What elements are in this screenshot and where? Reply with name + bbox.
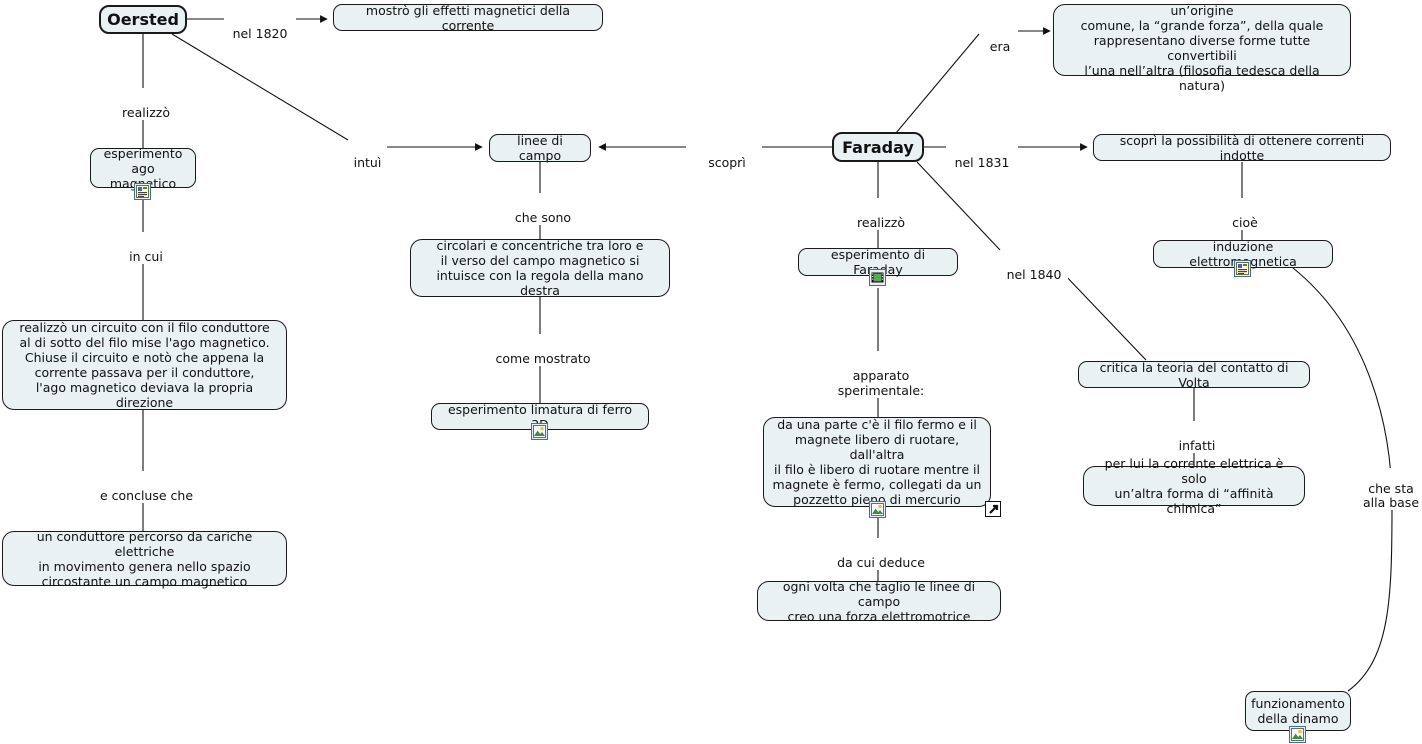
edge-label-scopri: scoprì [692,140,762,170]
edge-label-realizzo-faraday: realizzò [845,200,917,230]
node-label: esperimento di Faraday [830,247,926,277]
edge-label-realizzo-oersted: realizzò [110,90,182,120]
node-forza-elettromotrice[interactable]: ogni volta che taglio le linee di campo … [757,578,1001,624]
node-label: Oersted [107,10,179,29]
film-icon[interactable] [869,269,886,286]
node-affinita-chimica[interactable]: per lui la corrente elettrica è solo un’… [1083,456,1305,516]
node-label: critica la teoria del contatto di Volta [1099,359,1289,390]
edge-label-che-sta-alla-base: che sta alla base [1357,468,1422,510]
edge-label-cioe: cioè [1219,200,1271,230]
node-apparato-sperimentale[interactable]: da una parte c'è il filo fermo e il magn… [763,417,991,507]
node-label: funzionamento della dinamo [1251,696,1345,726]
node-label: ogni volta che taglio le linee di campo … [782,578,976,624]
node-label: esperimento limatura di ferro 3D [447,401,633,432]
edge-label-nel-1840: nel 1840 [1000,252,1068,282]
edge-label-come-mostrato: come mostrato [487,336,599,366]
node-label: Faraday [842,137,914,157]
node-label: convinto che tutte le forze abbiano un’o… [1080,0,1324,93]
edge-label-intui: intuì [348,140,387,170]
node-convinto-grande-forza[interactable]: convinto che tutte le forze abbiano un’o… [1053,0,1351,93]
edge-label-apparato-sperimentale: apparato sperimentale: [806,353,956,398]
node-critica-teoria-volta[interactable]: critica la teoria del contatto di Volta [1078,359,1310,390]
node-label: un conduttore percorso da cariche elettr… [36,528,253,589]
edge-label-e-concluse-che: e concluse che [91,473,202,503]
document-icon[interactable] [1234,260,1251,277]
node-label: realizzò un circuito con il filo condutt… [19,320,270,410]
node-conduttore-campo-magnetico[interactable]: un conduttore percorso da cariche elettr… [2,528,287,589]
node-label: scoprì la possibilità di ottenere corren… [1119,132,1365,163]
node-circolari-concentriche[interactable]: circolari e concentriche tra loro e il v… [410,238,670,298]
edge-label-che-sono: che sono [507,195,579,225]
external-link-icon[interactable] [985,501,1001,517]
node-label: linee di campo [517,133,563,163]
node-linee-di-campo[interactable]: linee di campo [489,133,591,163]
picture-icon[interactable] [531,423,548,440]
edge-label-in-cui: in cui [118,234,174,264]
edge-label-nel-1831: nel 1831 [946,140,1018,170]
node-esperimento-ago-magnetico[interactable]: esperimento ago magnetico [90,146,196,191]
picture-icon[interactable] [869,501,886,518]
node-faraday[interactable]: Faraday [832,132,924,162]
node-funzionamento-dinamo[interactable]: funzionamento della dinamo [1245,691,1351,731]
edge-label-infatti: infatti [1168,423,1226,453]
node-label: per lui la corrente elettrica è solo un’… [1104,456,1284,516]
edge-label-era: era [982,24,1018,54]
node-circuito-filo-conduttore[interactable]: realizzò un circuito con il filo condutt… [2,320,287,410]
node-effetti-magnetici[interactable]: mostrò gli effetti magnetici della corre… [333,2,603,33]
document-icon[interactable] [134,183,151,200]
edge-label-nel-1820: nel 1820 [224,11,296,41]
node-correnti-indotte[interactable]: scoprì la possibilità di ottenere corren… [1093,132,1391,163]
edge-label-da-cui-deduce: da cui deduce [830,540,932,570]
node-label: da una parte c'è il filo fermo e il magn… [772,417,982,507]
picture-icon[interactable] [1289,726,1306,743]
node-label: circolari e concentriche tra loro e il v… [436,238,644,298]
node-label: mostrò gli effetti magnetici della corre… [365,2,571,33]
node-oersted[interactable]: Oersted [99,5,187,34]
